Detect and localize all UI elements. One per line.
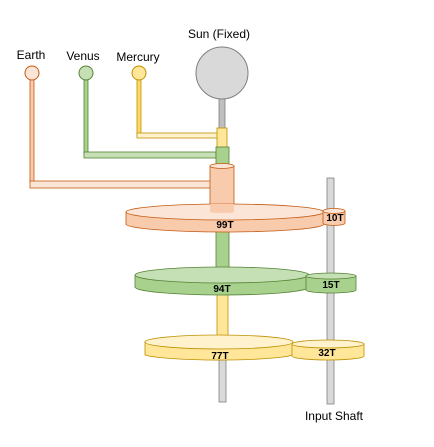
venus-rod [83, 79, 89, 156]
gear-99t [125, 203, 325, 233]
earth-arm [29, 180, 216, 189]
gear-10t [322, 208, 346, 226]
gear-32t [291, 339, 365, 361]
mercury-tube [216, 127, 228, 149]
gear-10t-label: 10T [326, 213, 343, 224]
mercury-rod [136, 79, 142, 137]
sun-rod [218, 98, 226, 130]
mercury-planet [131, 65, 147, 81]
gear-77t-label: 77T [211, 351, 228, 362]
gear-15t [305, 272, 357, 294]
earth-planet [24, 65, 40, 81]
venus-label: Venus [66, 49, 99, 63]
gear-32t-label: 32T [318, 348, 335, 359]
gear-15t-label: 15T [322, 280, 339, 291]
gear-99t-label: 99T [216, 220, 233, 231]
mercury-arm [136, 132, 220, 139]
sun-label: Sun (Fixed) [188, 27, 250, 41]
mercury-label: Mercury [116, 50, 159, 64]
sun-planet [195, 46, 249, 100]
gear-77t [144, 334, 294, 361]
gear-94t-label: 94T [213, 284, 230, 295]
earth-label: Earth [17, 48, 46, 62]
gear-94t [134, 266, 310, 296]
venus-planet [78, 65, 94, 81]
venus-arm [83, 151, 217, 159]
mercury-shaft-segment [216, 291, 229, 343]
bottom-shaft-segment [218, 357, 227, 403]
input-shaft-label: Input Shaft [305, 409, 364, 423]
earth-tube-top [209, 163, 235, 169]
earth-rod [29, 79, 35, 184]
